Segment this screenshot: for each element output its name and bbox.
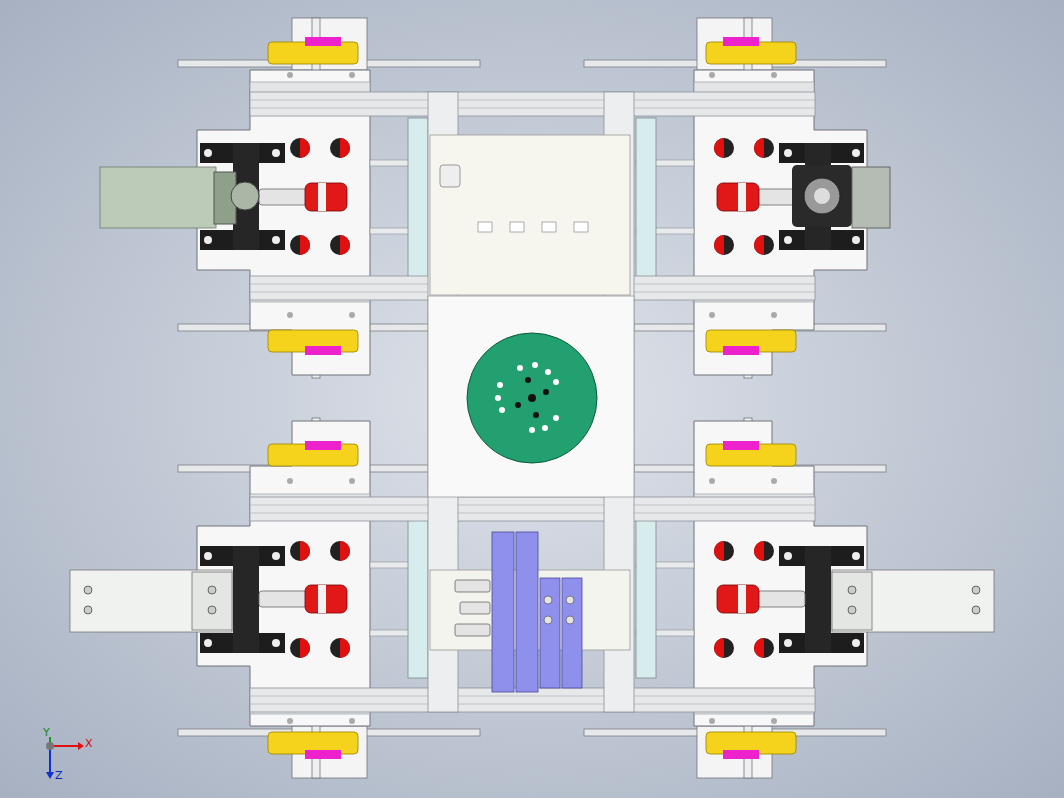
axis-label: X (85, 738, 93, 750)
axis-label: Y (43, 727, 50, 739)
axis-label: Z (55, 770, 63, 782)
